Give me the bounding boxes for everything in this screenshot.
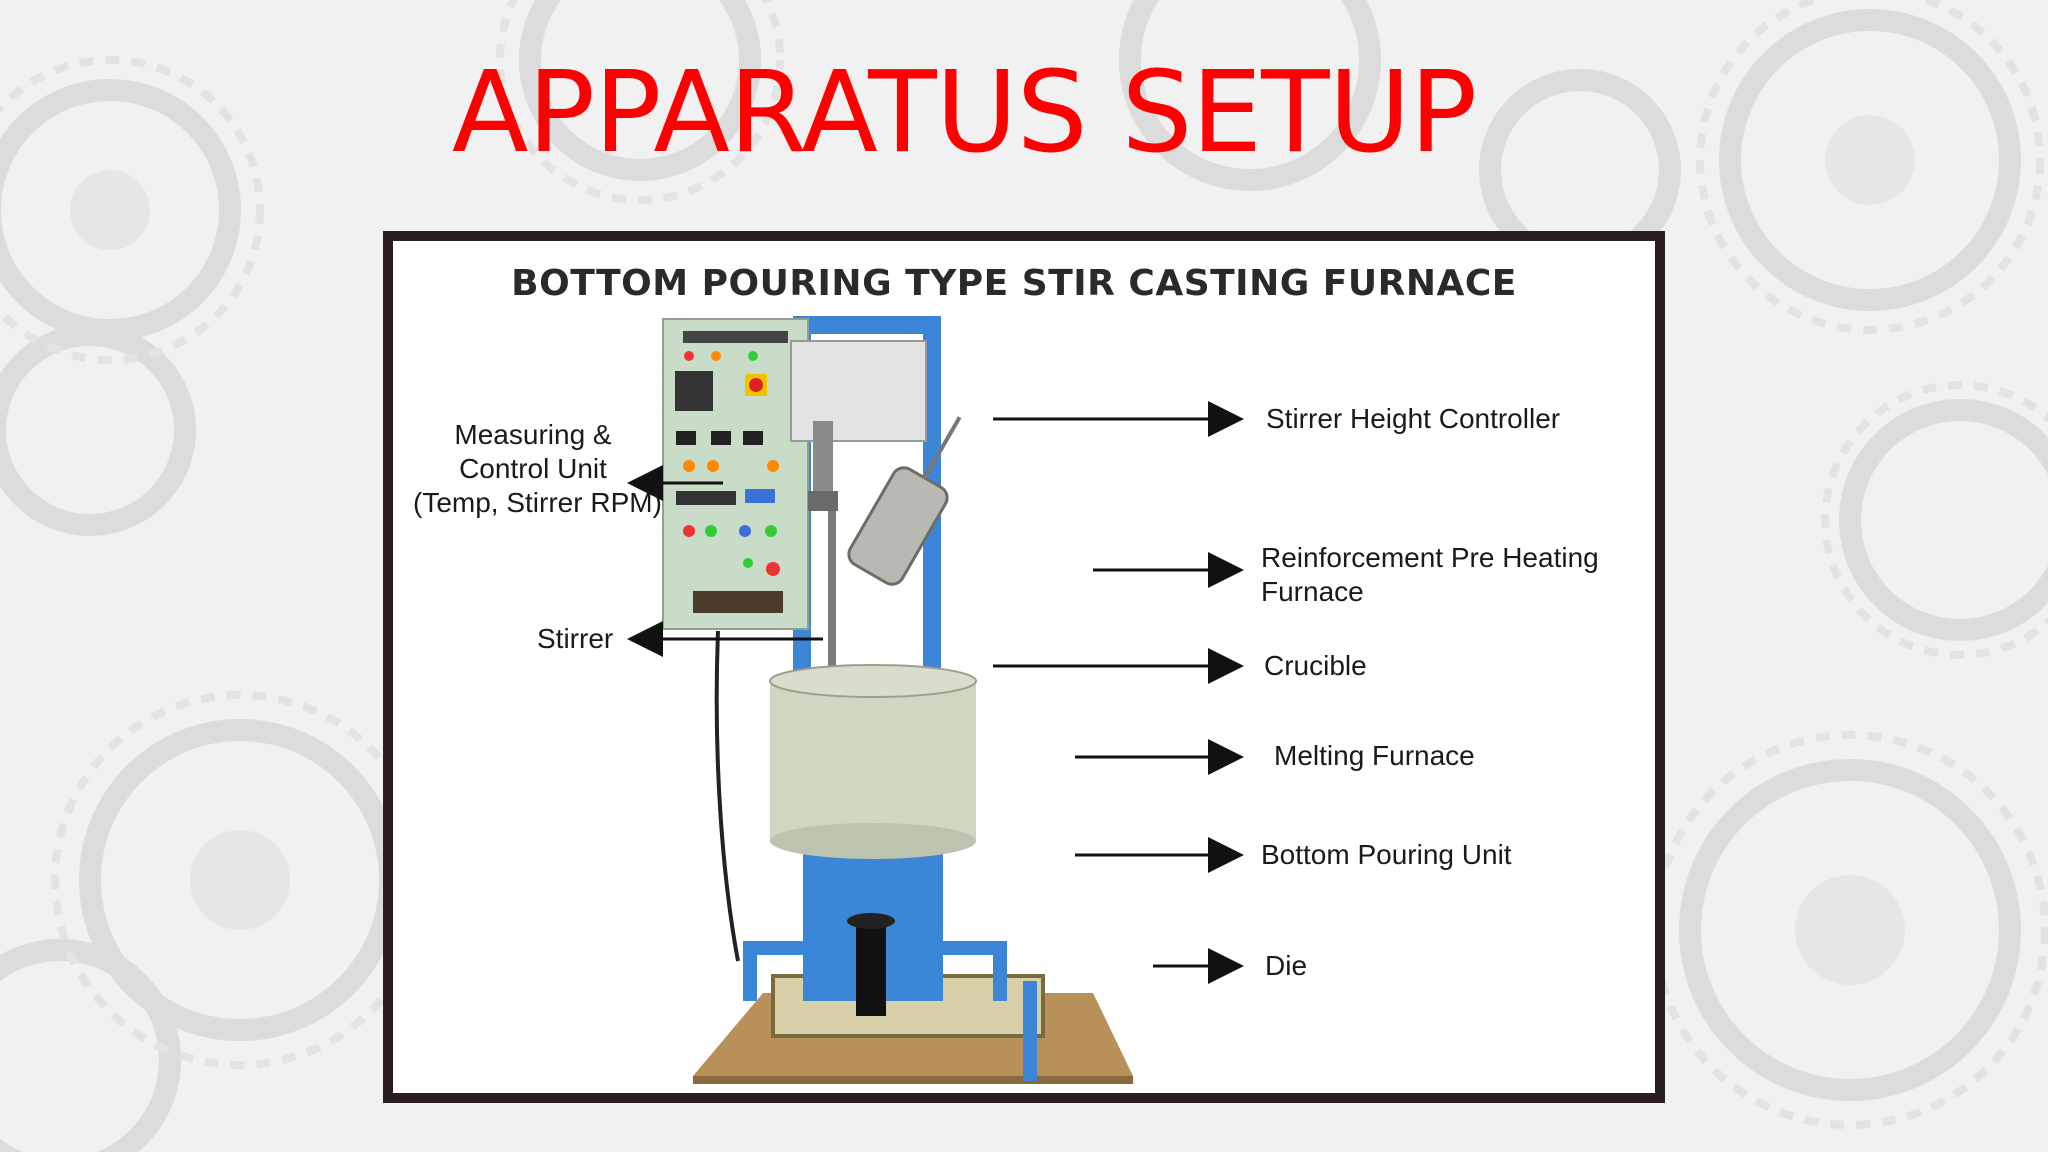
furnace-illustration xyxy=(627,316,1244,1084)
die-cylinder xyxy=(847,913,895,1016)
label-melting-furnace: Melting Furnace xyxy=(1274,740,1475,771)
melting-furnace xyxy=(769,664,977,859)
label-stirrer-height-controller: Stirrer Height Controller xyxy=(1266,403,1561,434)
label-bottom-pouring-unit: Bottom Pouring Unit xyxy=(1261,839,1512,870)
stirrer-height-box xyxy=(790,340,927,442)
label-line: Furnace xyxy=(1261,576,1364,607)
figure-panel: BOTTOM POURING TYPE STIR CASTING FURNACE… xyxy=(393,241,1655,1093)
slide-title: APPARATUS SETUP xyxy=(451,48,1477,178)
preheating-furnace xyxy=(847,416,962,586)
figure-heading: BOTTOM POURING TYPE STIR CASTING FURNACE xyxy=(511,263,1517,304)
label-crucible: Crucible xyxy=(1264,650,1367,681)
label-line: Measuring & xyxy=(454,419,612,450)
control-cabinet xyxy=(662,318,809,962)
label-stirrer: Stirrer xyxy=(537,623,614,654)
label-line: Reinforcement Pre Heating xyxy=(1261,542,1599,573)
stirrer-rod xyxy=(828,511,836,681)
figure-frame: BOTTOM POURING TYPE STIR CASTING FURNACE… xyxy=(383,231,1665,1103)
label-measuring-control-unit: Measuring & Control Unit (Temp, Stirrer … xyxy=(413,418,662,520)
label-die: Die xyxy=(1265,950,1308,981)
label-line: Control Unit xyxy=(459,453,607,484)
label-reinforcement-preheating-furnace: Reinforcement Pre Heating Furnace xyxy=(1261,541,1599,609)
label-line: (Temp, Stirrer RPM) xyxy=(413,487,662,518)
callout-arrows xyxy=(627,401,1244,984)
